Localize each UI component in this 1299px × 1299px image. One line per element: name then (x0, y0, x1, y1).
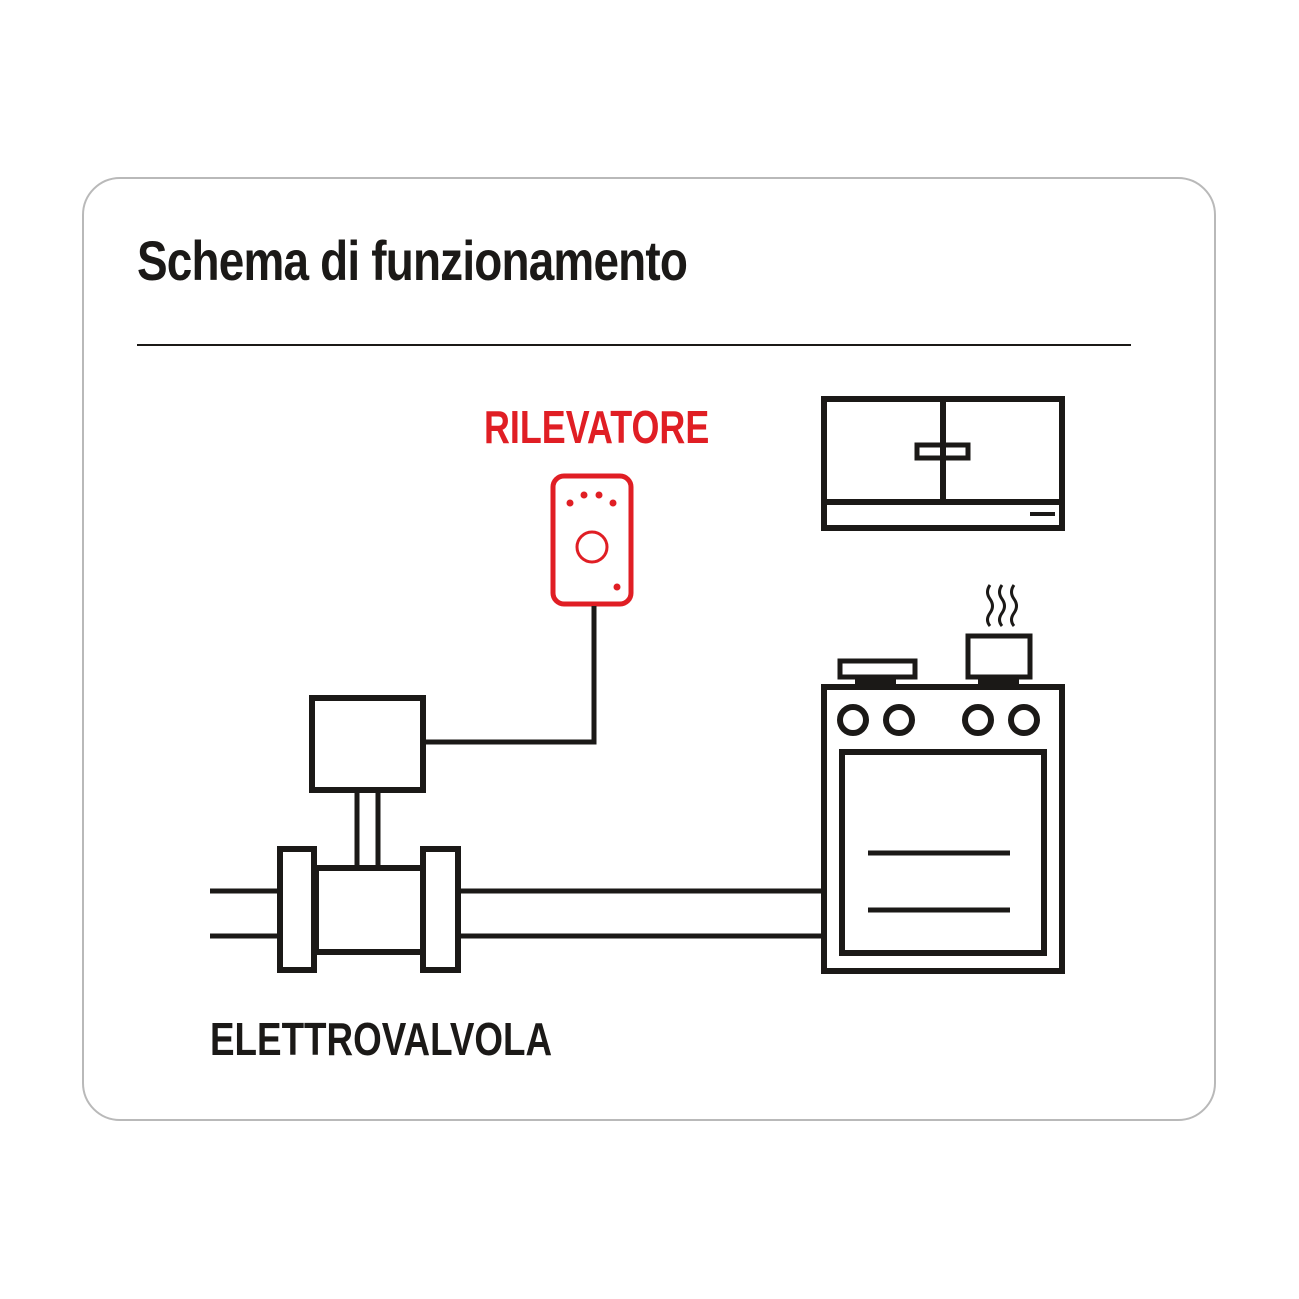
gas-detector-icon (550, 473, 634, 607)
signal-wire (424, 606, 597, 745)
steam-icon (986, 584, 1018, 627)
gas-stove-icon (821, 684, 1065, 974)
pot-icon (965, 633, 1033, 687)
valve-flange-left (277, 846, 317, 973)
page-title: Schema di funzionamento (137, 229, 688, 292)
valve-actuator-box (309, 695, 426, 793)
diagram-card (82, 177, 1216, 1121)
detector-label: RILEVATORE (484, 401, 710, 453)
solenoid-valve-label: ELETTROVALVOLA (210, 1013, 553, 1065)
valve-body (313, 865, 426, 955)
title-divider (137, 344, 1131, 346)
wall-cabinet-icon (821, 396, 1065, 531)
valve-flange-right (420, 846, 461, 973)
pan-icon (837, 658, 918, 687)
